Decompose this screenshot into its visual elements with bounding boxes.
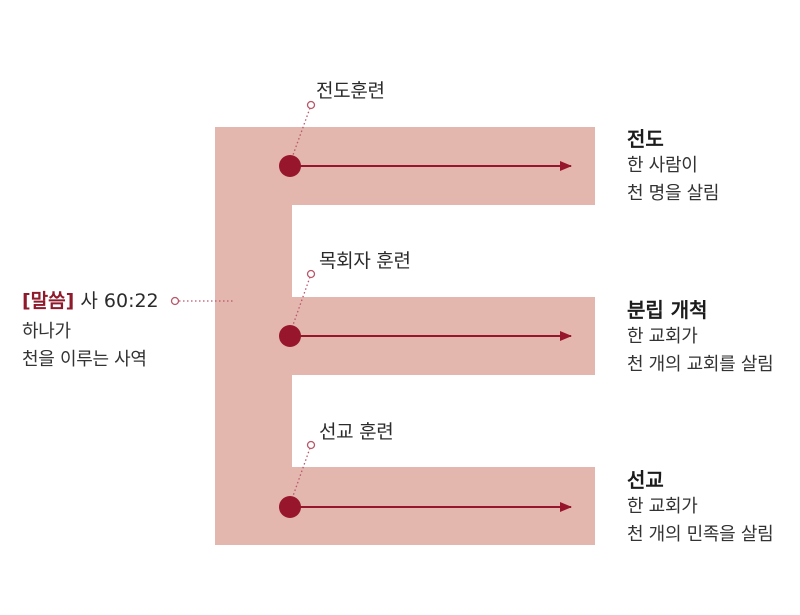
outcome-church-planting: 분립 개척 한 교회가 천 개의 교회를 살림 [627, 297, 774, 379]
dot-mission [279, 496, 301, 518]
outcome-title: 전도 [627, 127, 664, 151]
verse-block: [말씀] 사 60:22 하나가 천을 이루는 사역 [22, 288, 159, 374]
dot-church-planting [279, 325, 301, 347]
verse-line: 하나가 [22, 321, 71, 342]
training-label-evangelism: 전도훈련 [316, 80, 385, 102]
leader-end-evangelism-training [306, 100, 316, 110]
leader-pastor-training [292, 276, 311, 326]
outcome-evangelism: 전도 한 사람이 천 명을 살림 [627, 126, 719, 208]
dot-evangelism [279, 155, 301, 177]
outcome-mission: 선교 한 교회가 천 개의 민족을 살림 [627, 467, 774, 549]
training-label-mission: 선교 훈련 [319, 421, 394, 443]
leader-end-verse [170, 296, 180, 306]
outcome-line: 천 명을 살림 [627, 183, 720, 204]
leader-end-pastor-training [306, 269, 316, 279]
outcome-line: 천 개의 교회를 살림 [627, 354, 774, 375]
outcome-line: 한 교회가 [627, 326, 698, 347]
outcome-line: 천 개의 민족을 살림 [627, 524, 774, 545]
outcome-title: 선교 [627, 468, 664, 492]
leader-mission-training [292, 447, 311, 497]
outcome-line: 한 사람이 [627, 155, 698, 176]
leader-evangelism-training [292, 107, 311, 156]
verse-heading: [말씀] 사 60:22 [22, 288, 159, 314]
outcome-title: 분립 개척 [627, 298, 708, 322]
outcome-line: 한 교회가 [627, 496, 698, 517]
verse-reference: 사 60:22 [80, 290, 159, 312]
verse-line: 천을 이루는 사역 [22, 349, 147, 370]
verse-tag: [말씀] [22, 290, 75, 312]
training-label-pastor: 목회자 훈련 [319, 250, 411, 272]
leader-end-mission-training [306, 440, 316, 450]
